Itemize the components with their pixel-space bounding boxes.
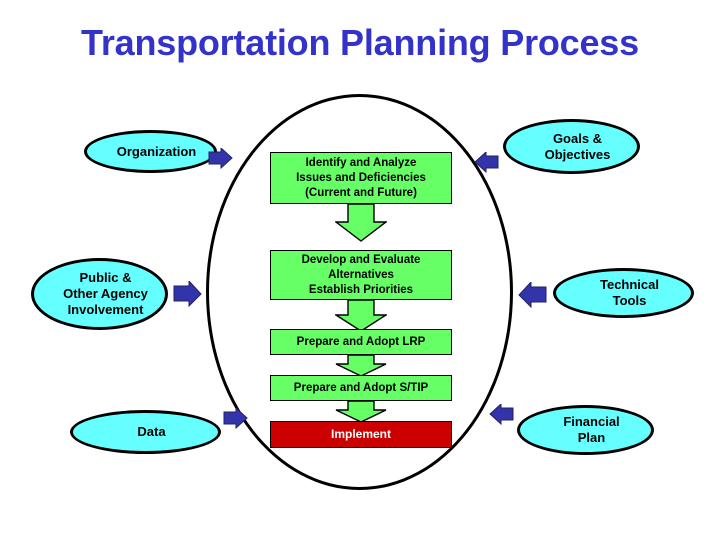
flow-step-prepare-and-adopt-stip[interactable]: Prepare and Adopt S/TIP — [270, 375, 452, 401]
input-ellipse-line: Financial — [563, 414, 620, 429]
flow-step-text: Prepare and Adopt LRP — [275, 335, 447, 350]
flow-arrow-down-3 — [335, 354, 387, 377]
page-title: Transportation Planning Process — [81, 22, 639, 63]
input-ellipse-line: Public & — [79, 270, 132, 285]
input-ellipse-line: Goals & — [552, 130, 603, 146]
flow-step-line: Issues and Deficiencies — [296, 171, 426, 184]
input-ellipse-label: Public & Other Agency Involvement — [34, 270, 165, 318]
input-ellipse-organization[interactable]: Organization — [84, 130, 217, 173]
input-ellipse-label: Data — [73, 424, 218, 440]
arrow-right-icon — [207, 146, 233, 172]
flow-step-identify-and-analyze[interactable]: Identify and Analyze Issues and Deficien… — [270, 152, 452, 204]
input-ellipse-line: Involvement — [67, 302, 144, 317]
flow-step-text: Develop and Evaluate Alternatives Establ… — [275, 253, 447, 298]
flow-arrow-down-4 — [335, 400, 387, 423]
arrow-left-icon — [489, 402, 515, 428]
flow-step-text: Prepare and Adopt S/TIP — [275, 381, 447, 396]
input-ellipse-line: Objectives — [544, 146, 611, 162]
flow-step-line: Implement — [330, 427, 391, 441]
flow-arrow-down-1 — [333, 203, 389, 242]
arrow-left-icon — [474, 150, 500, 176]
flow-step-prepare-and-adopt-lrp[interactable]: Prepare and Adopt LRP — [270, 329, 452, 355]
input-ellipse-goals-and-objectives[interactable]: Goals & Objectives — [503, 119, 640, 174]
input-ellipse-label: Goals & Objectives — [506, 131, 637, 163]
flow-step-line: Establish Priorities — [308, 283, 414, 296]
flow-step-text: Identify and Analyze Issues and Deficien… — [275, 156, 447, 201]
input-ellipse-line: Data — [137, 424, 166, 439]
input-ellipse-line: Tools — [612, 293, 647, 308]
flow-step-line: Prepare and Adopt S/TIP — [293, 381, 429, 394]
flow-step-line: Identify and Analyze — [305, 156, 417, 169]
flow-step-develop-and-evaluate[interactable]: Develop and Evaluate Alternatives Establ… — [270, 250, 452, 300]
input-ellipse-line: Organization — [116, 143, 197, 159]
arrow-right-icon — [172, 279, 202, 308]
input-ellipse-label: Organization — [87, 144, 214, 160]
input-ellipse-line: Other Agency — [63, 286, 148, 301]
arrow-right-icon — [222, 406, 248, 432]
flow-arrow-down-2 — [333, 299, 389, 332]
input-ellipse-line: Technical — [599, 277, 659, 292]
process-boundary-ellipse — [206, 94, 513, 490]
flow-step-text: Implement — [275, 427, 447, 442]
input-ellipse-public-and-other-agency-involvement[interactable]: Public & Other Agency Involvement — [31, 258, 168, 330]
input-ellipse-line: Plan — [577, 430, 606, 445]
flow-step-line: Develop and Evaluate — [301, 253, 421, 266]
flow-step-implement[interactable]: Implement — [270, 421, 452, 448]
input-ellipse-financial-plan[interactable]: Financial Plan — [517, 405, 654, 455]
input-ellipse-label: Financial Plan — [520, 414, 651, 446]
input-ellipse-label: Technical Tools — [556, 277, 691, 309]
arrow-left-icon — [518, 280, 548, 309]
flow-step-line: Prepare and Adopt LRP — [296, 335, 426, 348]
input-ellipse-technical-tools[interactable]: Technical Tools — [553, 268, 694, 318]
input-ellipse-data[interactable]: Data — [70, 410, 221, 454]
flow-step-line: (Current and Future) — [305, 186, 417, 199]
flow-step-line: Alternatives — [328, 268, 394, 281]
